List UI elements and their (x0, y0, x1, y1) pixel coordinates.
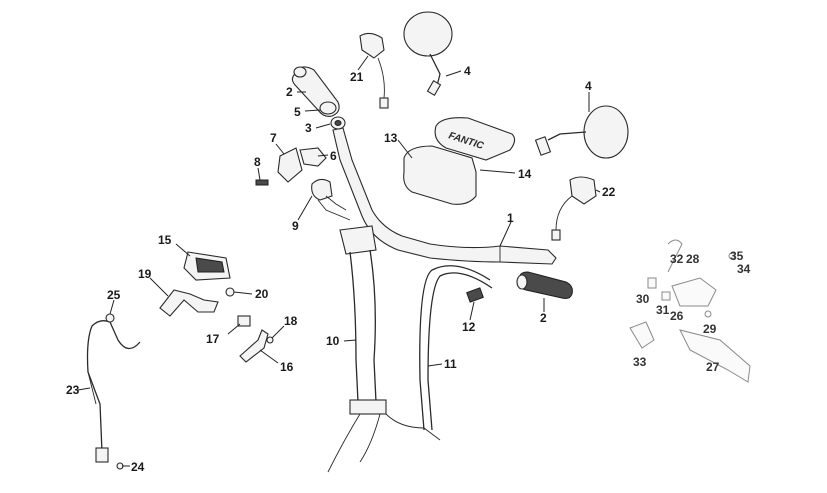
callout-21: 21 (350, 70, 364, 84)
leader-lines (77, 55, 601, 467)
cable-adjuster (466, 287, 484, 303)
ghost-clutch-assembly (629, 239, 751, 383)
callout-12: 12 (462, 320, 476, 334)
callout-26: 26 (670, 309, 684, 323)
callout-4-right-mirror: 4 (585, 79, 592, 93)
callout-27: 27 (706, 360, 720, 374)
callout-24: 24 (131, 460, 145, 474)
callout-9: 9 (292, 219, 299, 233)
callout-20: 20 (255, 287, 269, 301)
callout-34: 34 (737, 262, 751, 276)
callout-25: 25 (107, 288, 121, 302)
callout-1: 1 (507, 211, 514, 225)
callout-31: 31 (656, 303, 670, 317)
callout-13: 13 (384, 131, 398, 145)
callout-15: 15 (158, 233, 172, 247)
callout-16: 16 (280, 360, 294, 374)
left-switch-housing (255, 147, 351, 221)
callout-18: 18 (284, 314, 298, 328)
clutch-cable (419, 265, 493, 431)
front-brake-hose (86, 313, 141, 470)
callout-3: 3 (305, 121, 312, 135)
callout-14: 14 (518, 167, 532, 181)
callout-10: 10 (326, 334, 340, 348)
callout-2-right-grip: 2 (540, 311, 547, 325)
grip-collar (319, 101, 337, 115)
callout-33: 33 (633, 355, 647, 369)
callout-4-left-mirror: 4 (464, 64, 471, 78)
callout-2-left-grip: 2 (286, 85, 293, 99)
callout-11: 11 (444, 357, 457, 371)
callout-6: 6 (330, 149, 337, 163)
handlebar (332, 127, 557, 265)
sensor-bracket (237, 315, 274, 363)
bar-end (330, 116, 346, 130)
dashboard (183, 251, 231, 281)
callout-30: 30 (636, 292, 650, 306)
kill-switch (359, 32, 389, 109)
mirror-left (403, 11, 453, 96)
callout-29: 29 (703, 322, 717, 336)
callout-23: 23 (66, 383, 80, 397)
throttle-cables (327, 225, 441, 473)
callout-35: 35 (730, 249, 744, 263)
callout-5: 5 (294, 105, 301, 119)
callout-32: 32 (670, 252, 684, 266)
callout-8: 8 (254, 155, 261, 169)
right-grip (516, 271, 573, 299)
dash-bracket (159, 287, 235, 317)
callout-7: 7 (270, 131, 277, 145)
right-switch (551, 176, 597, 241)
callout-22: 22 (602, 185, 616, 199)
callout-19: 19 (138, 267, 152, 281)
callout-17: 17 (206, 332, 220, 346)
callout-28: 28 (686, 252, 700, 266)
mirror-right (534, 105, 629, 159)
handlebar-pad: FANTIC (403, 117, 516, 205)
